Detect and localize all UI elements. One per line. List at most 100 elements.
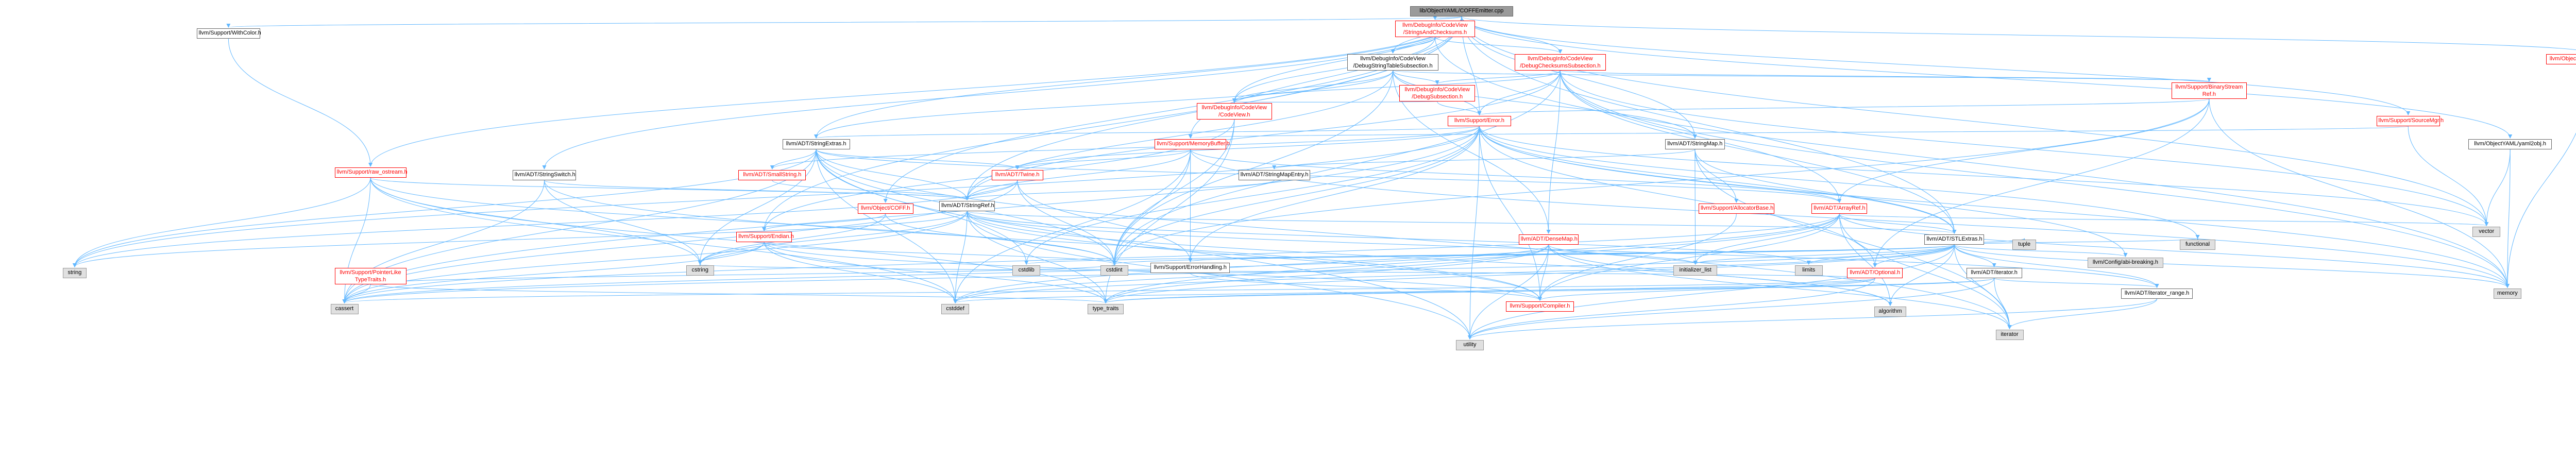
node-stlextras[interactable]: llvm/ADT/STLExtras.h xyxy=(1924,234,1985,245)
edge-stringref-to-string xyxy=(73,211,968,267)
node-cassert[interactable]: cassert xyxy=(330,304,359,314)
node-dsts[interactable]: llvm/DebugInfo/CodeView /DebugStringTabl… xyxy=(1347,54,1439,71)
node-rawostream[interactable]: llvm/Support/raw_ostream.h xyxy=(334,167,408,178)
edge-stringswitch-to-compiler xyxy=(544,180,1542,301)
edge-errorhandling-to-compiler xyxy=(1190,273,1542,301)
edge-stringextras-to-smallstring xyxy=(770,149,817,169)
edge-root-to-stringmap xyxy=(1461,16,1697,139)
node-cstdlib[interactable]: cstdlib xyxy=(1012,265,1041,276)
edge-stringsandchecksums-to-codeview xyxy=(1232,37,1435,103)
node-compiler[interactable]: llvm/Support/Compiler.h xyxy=(1506,301,1574,312)
edge-stlextras-to-optional xyxy=(1873,244,1955,267)
node-error[interactable]: llvm/Support/Error.h xyxy=(1447,116,1512,126)
node-dcs[interactable]: llvm/DebugInfo/CodeView /DebugChecksumsS… xyxy=(1514,54,1606,71)
edge-twine-to-errorhandling xyxy=(1017,180,1193,262)
edge-memorybuffer-to-cstddef xyxy=(953,149,1191,303)
edge-densemap-to-initializer_list xyxy=(1548,244,1698,265)
node-sourcemgr[interactable]: llvm/Support/SourceMgr.h xyxy=(2376,116,2444,126)
node-pointerlike[interactable]: llvm/Support/PointerLike TypeTraits.h xyxy=(334,268,406,284)
edge-debugsubsection-to-codeview xyxy=(1234,101,1438,106)
edge-stringref-to-cstring xyxy=(698,211,968,265)
edge-stringextras-to-stringref xyxy=(816,149,970,200)
edge-memorybuffer-to-twine xyxy=(1015,149,1191,169)
node-codeview[interactable]: llvm/DebugInfo/CodeView /CodeView.h xyxy=(1196,103,1273,120)
node-cstdint[interactable]: cstdint xyxy=(1100,265,1128,276)
edge-stringref-to-cstddef xyxy=(953,211,968,303)
edge-stringmapentry-to-stringref xyxy=(965,180,1275,200)
node-endian[interactable]: llvm/Support/Endian.h xyxy=(736,232,794,242)
edge-stlextras-to-cstdlib xyxy=(1024,244,1955,265)
edge-stringref-to-utility xyxy=(967,211,1472,340)
node-vector[interactable]: vector xyxy=(2472,227,2501,237)
edge-stlextras-to-type_traits xyxy=(1104,244,1955,303)
node-memory[interactable]: memory xyxy=(2493,289,2521,299)
node-initializer_list[interactable]: initializer_list xyxy=(1673,265,1718,276)
node-iteratorrange[interactable]: llvm/ADT/iterator_range.h xyxy=(2121,289,2193,299)
edge-optional-to-utility xyxy=(1468,278,1875,340)
node-abibreaking[interactable]: llvm/Config/abi-breaking.h xyxy=(2088,258,2163,268)
edge-stlextras-to-utility xyxy=(1468,244,1955,340)
node-stringref[interactable]: llvm/ADT/StringRef.h xyxy=(939,201,995,211)
node-errorhandling[interactable]: llvm/Support/ErrorHandling.h xyxy=(1150,263,1230,273)
node-smallstring[interactable]: llvm/ADT/SmallString.h xyxy=(738,170,806,180)
edge-stringextras-to-arrayref xyxy=(816,149,1841,203)
node-utility[interactable]: utility xyxy=(1455,340,1484,350)
edge-optional-to-cassert xyxy=(343,278,1875,303)
node-iteratorstd[interactable]: iterator xyxy=(1995,330,2024,340)
edge-endian-to-cstring xyxy=(698,242,765,265)
node-objcoff[interactable]: llvm/Object/COFF.h xyxy=(857,203,913,214)
node-yamldump[interactable]: llvm/ObjectYAML/yaml2obj.h xyxy=(2468,139,2552,149)
node-arrayref[interactable]: llvm/ADT/ArrayRef.h xyxy=(1811,203,1868,214)
node-binarystreamref[interactable]: llvm/Support/BinaryStream Ref.h xyxy=(2171,82,2247,99)
node-stringmapentry[interactable]: llvm/ADT/StringMapEntry.h xyxy=(1238,170,1310,180)
node-densemap[interactable]: llvm/ADT/DenseMap.h xyxy=(1518,234,1579,245)
edge-root-to-sourcemgr xyxy=(1461,16,2411,115)
node-stringsandchecksums[interactable]: llvm/DebugInfo/CodeView /StringsAndCheck… xyxy=(1395,21,1475,37)
edge-arrayref-to-iteratorstd xyxy=(1839,213,2012,329)
edge-dsts-to-stringmap xyxy=(1393,70,1697,139)
edge-stlextras-to-memory xyxy=(1954,244,2510,288)
edge-error-to-stlextras xyxy=(1479,126,1957,234)
edge-stlextras-to-limits xyxy=(1806,244,1955,265)
edge-error-to-vector xyxy=(1479,126,2489,226)
node-root[interactable]: lib/ObjectYAML/COFFEmitter.cpp xyxy=(1410,6,1514,16)
edge-stringsandchecksums-to-dsts xyxy=(1391,37,1435,54)
edge-densemap-to-utility xyxy=(1467,244,1549,340)
edge-arrayref-to-compiler xyxy=(1538,213,1840,301)
node-memorybuffer[interactable]: llvm/Support/MemoryBuffer.h xyxy=(1155,139,1230,149)
node-stringswitch[interactable]: llvm/ADT/StringSwitch.h xyxy=(512,170,577,180)
edge-densemap-to-algorithm xyxy=(1548,244,1892,306)
edge-withcolor-to-rawostream xyxy=(228,38,373,167)
node-algorithm[interactable]: algorithm xyxy=(1874,307,1906,317)
node-tuple[interactable]: tuple xyxy=(2012,240,2037,250)
edge-yamldump-to-memory xyxy=(2505,149,2511,288)
edge-dcs-to-binarystreamref xyxy=(1560,70,2211,82)
edge-root-to-stringsandchecksums xyxy=(1433,15,1462,20)
node-optional[interactable]: llvm/ADT/Optional.h xyxy=(1847,268,1903,278)
node-functional[interactable]: functional xyxy=(2179,240,2216,250)
edge-error-to-errorhandling xyxy=(1188,126,1480,262)
edge-sourcemgr-to-vector xyxy=(2408,126,2489,226)
edge-iterator-to-type_traits xyxy=(1104,278,1995,303)
edge-stringextras-to-iteratorstd xyxy=(816,149,2012,329)
node-string[interactable]: string xyxy=(62,268,87,278)
node-objectyaml[interactable]: llvm/ObjectYAML/ObjectYAML.h xyxy=(2546,54,2576,64)
edge-memorybuffer-to-arrayref xyxy=(1190,149,1842,203)
edge-error-to-memory xyxy=(1479,126,2510,288)
edge-dsts-to-stringextras xyxy=(814,70,1394,139)
edge-stringextras-to-cstddef xyxy=(816,149,958,303)
node-withcolor[interactable]: llvm/Support/WithColor.h xyxy=(196,28,261,39)
edge-root-to-objcoff xyxy=(883,16,1462,203)
node-twine[interactable]: llvm/ADT/Twine.h xyxy=(991,170,1043,180)
node-type_traits[interactable]: type_traits xyxy=(1088,304,1124,314)
edge-root-to-stringextras xyxy=(814,16,1462,139)
node-stringmap[interactable]: llvm/ADT/StringMap.h xyxy=(1665,139,1725,149)
node-debugsubsection[interactable]: llvm/DebugInfo/CodeView /DebugSubsection… xyxy=(1399,85,1475,101)
node-iterator[interactable]: llvm/ADT/iterator.h xyxy=(1966,268,2022,278)
edge-stlextras-to-iterator xyxy=(1954,244,1996,267)
node-cstring[interactable]: cstring xyxy=(686,265,714,276)
node-cstddef[interactable]: cstddef xyxy=(941,304,970,314)
node-limits[interactable]: limits xyxy=(1794,265,1823,276)
node-stringextras[interactable]: llvm/ADT/StringExtras.h xyxy=(782,139,850,149)
node-allocatorbase[interactable]: llvm/Support/AllocatorBase.h xyxy=(1698,203,1774,214)
